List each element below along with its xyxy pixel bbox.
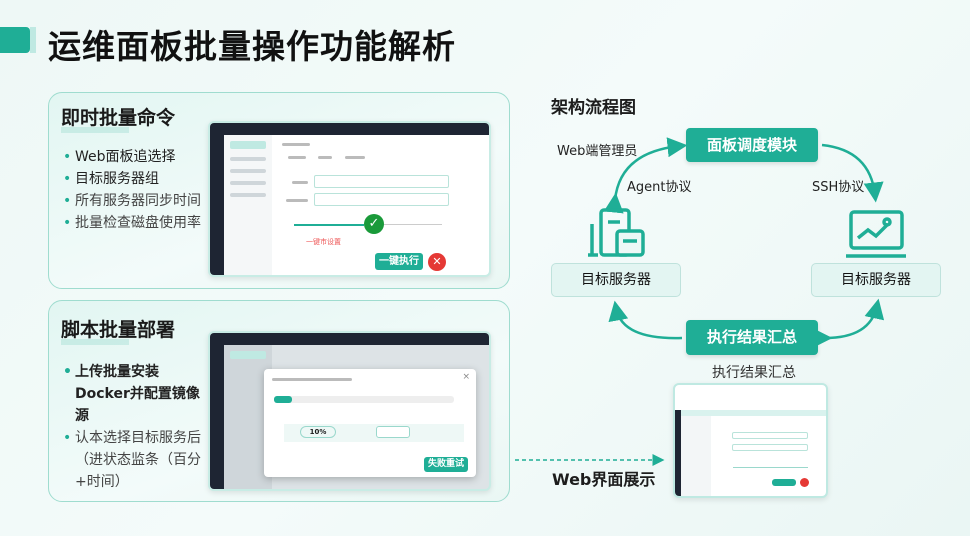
command-input[interactable]	[314, 193, 449, 206]
instant-command-card: 即时批量命令 Web面板追选择 目标服务器组 所有服务器同步时间 批量检查磁盘使…	[48, 92, 510, 289]
hint-text: 一键市设置	[306, 238, 341, 246]
bullet: 目标服务器组	[63, 168, 201, 190]
instant-heading: 即时批量命令	[61, 103, 175, 133]
instant-bullets: Web面板追选择 目标服务器组 所有服务器同步时间 批量检查磁盘使用率	[63, 146, 201, 234]
bullet: 所有服务器同步时间	[63, 190, 201, 212]
instant-screenshot: ✓ 一键市设置 一键执行 ✕	[208, 121, 491, 277]
page-title: 运维面板批量操作功能解析	[48, 27, 456, 66]
retry-button[interactable]: 失败重试	[424, 457, 468, 472]
progress-bar	[274, 396, 454, 403]
close-icon[interactable]: ×	[462, 372, 470, 382]
target-input[interactable]	[314, 175, 449, 188]
script-heading: 脚本批量部署	[61, 315, 175, 345]
progress-dialog: × 10% 失败重试	[264, 369, 476, 477]
result-summary-box: 执行结果汇总	[686, 320, 818, 355]
arrow-result-right	[812, 298, 885, 349]
arrow-result-left	[608, 300, 683, 340]
bullet: 认本选择目标服务后（进状态监条（百分+时间）	[63, 427, 208, 493]
check-icon: ✓	[364, 214, 384, 234]
arrow-agent	[603, 137, 688, 214]
target-server-right: 目标服务器	[811, 263, 941, 297]
title-accent-light	[30, 27, 36, 53]
close-icon[interactable]: ✕	[428, 253, 446, 271]
title-accent	[0, 27, 30, 53]
execute-button[interactable]: 一键执行	[375, 253, 423, 270]
script-screenshot: × 10% 失败重试	[208, 331, 491, 491]
architecture-heading: 架构流程图	[551, 98, 636, 118]
ssh-protocol-label: SSH协议	[812, 180, 865, 195]
script-bullets: 上传批量安装Docker并配置镜像源 认本选择目标服务后（进状态监条（百分+时间…	[63, 361, 208, 493]
server-icon	[588, 208, 645, 257]
bullet: 上传批量安装Docker并配置镜像源	[63, 361, 208, 427]
script-deploy-card: 脚本批量部署 上传批量安装Docker并配置镜像源 认本选择目标服务后（进状态监…	[48, 300, 510, 502]
web-display-screenshot	[673, 383, 828, 498]
bullet: Web面板追选择	[63, 146, 201, 168]
laptop-chart-icon	[846, 210, 906, 258]
arrow-ssh	[821, 143, 884, 203]
progress-percent: 10%	[300, 426, 336, 438]
panel-module-box: 面板调度模块	[686, 128, 818, 162]
target-server-left: 目标服务器	[551, 263, 681, 297]
bullet: 批量检查磁盘使用率	[63, 212, 201, 234]
result-caption: 执行结果汇总	[712, 365, 796, 381]
web-display-label: Web界面展示	[552, 470, 656, 489]
